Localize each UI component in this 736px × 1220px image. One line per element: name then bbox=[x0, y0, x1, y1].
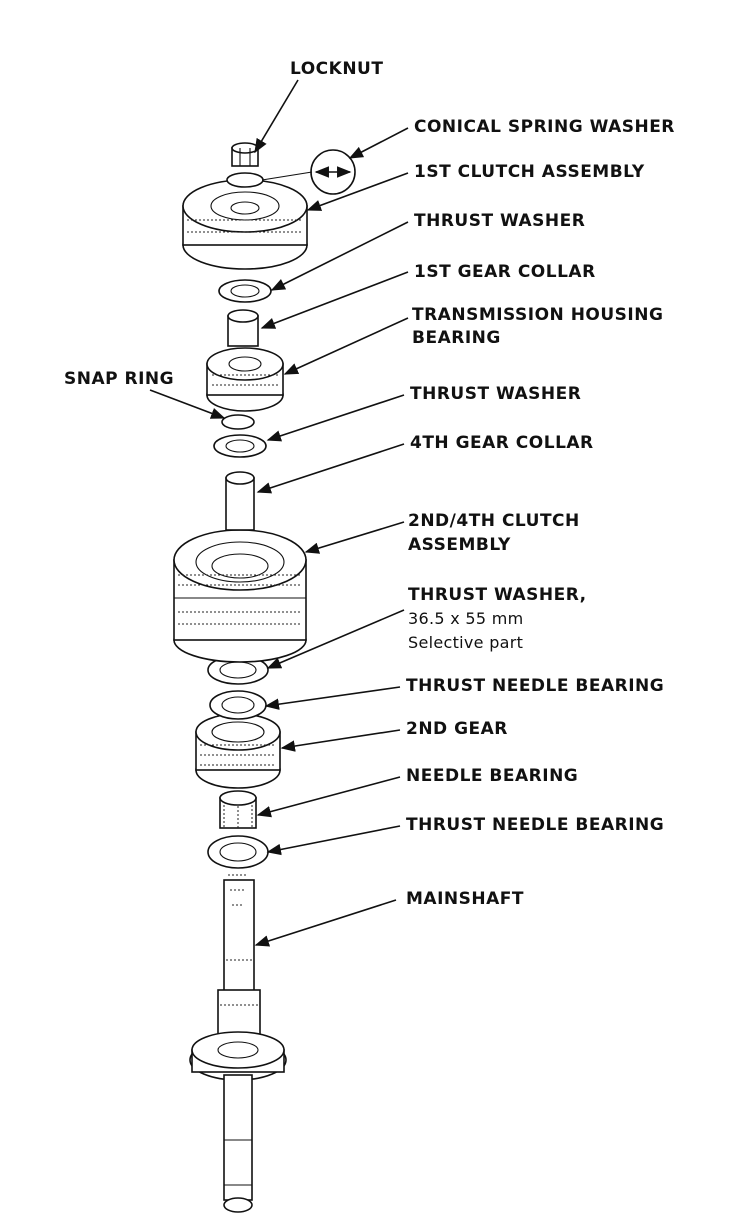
fourth-gear-collar-part bbox=[225, 471, 255, 531]
label-thrust-washer-middle: THRUST WASHER bbox=[410, 384, 582, 404]
second-fourth-clutch-part bbox=[173, 529, 307, 663]
conical-spring-washer-part bbox=[226, 149, 356, 195]
thrust-needle-bearing-upper-part bbox=[209, 690, 267, 720]
second-gear-part bbox=[195, 713, 281, 789]
label-snap-ring: SNAP RING bbox=[64, 369, 175, 389]
label-first-clutch-assembly: 1ST CLUTCH ASSEMBLY bbox=[414, 162, 645, 182]
snap-ring-part bbox=[221, 414, 255, 430]
label-thrust-washer-top: THRUST WASHER bbox=[414, 211, 586, 231]
label-transmission-housing: TRANSMISSION HOUSING bbox=[412, 305, 664, 325]
label-bearing: BEARING bbox=[412, 328, 501, 348]
label-thrust-needle-bearing-lower: THRUST NEEDLE BEARING bbox=[406, 815, 665, 835]
label-second-fourth-clutch: 2ND/4TH CLUTCH bbox=[408, 511, 580, 531]
label-second-gear: 2ND GEAR bbox=[406, 719, 508, 739]
label-assembly: ASSEMBLY bbox=[408, 535, 511, 555]
label-thrust-needle-bearing-upper: THRUST NEEDLE BEARING bbox=[406, 676, 665, 696]
mainshaft-part bbox=[189, 874, 287, 1213]
label-selective-part: Selective part bbox=[408, 633, 524, 652]
label-conical-spring-washer: CONICAL SPRING WASHER bbox=[414, 117, 675, 137]
transmission-housing-bearing-part bbox=[206, 347, 284, 412]
thrust-washer-middle-part bbox=[213, 434, 267, 458]
locknut-part bbox=[231, 142, 259, 167]
label-first-gear-collar: 1ST GEAR COLLAR bbox=[414, 262, 596, 282]
first-clutch-part bbox=[182, 179, 308, 270]
label-needle-bearing: NEEDLE BEARING bbox=[406, 766, 579, 786]
leader-lines bbox=[149, 79, 409, 947]
label-thrust-washer-size: 36.5 x 55 mm bbox=[408, 609, 524, 628]
thrust-needle-bearing-lower-part bbox=[207, 835, 269, 869]
thrust-washer-selective-part bbox=[207, 655, 269, 685]
needle-bearing-part bbox=[219, 790, 257, 829]
label-locknut: LOCKNUT bbox=[290, 59, 384, 79]
thrust-washer-top-part bbox=[218, 279, 272, 303]
label-fourth-gear-collar: 4TH GEAR COLLAR bbox=[410, 433, 594, 453]
label-mainshaft: MAINSHAFT bbox=[406, 889, 524, 909]
label-thrust-washer-selective: THRUST WASHER, bbox=[408, 585, 587, 605]
first-gear-collar-part bbox=[227, 309, 259, 347]
